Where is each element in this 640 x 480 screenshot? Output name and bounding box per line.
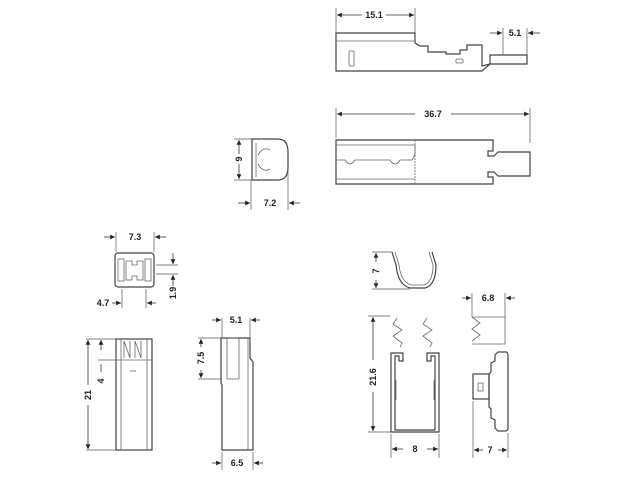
dim-label-9: 9 [234, 156, 244, 161]
dim-label-36-7: 36.7 [424, 109, 442, 119]
dim-label-1-9: 1.9 [168, 287, 178, 300]
dim-label-21: 21 [83, 390, 93, 400]
dim-label-7-side: 7 [487, 445, 492, 455]
view-top-plan: 36.7 [335, 108, 531, 185]
dim-label-5-1-housing: 5.1 [230, 315, 243, 325]
dim-label-4: 4 [96, 378, 106, 383]
view-housing-edge: 5.1 7.5 6.5 [196, 315, 263, 470]
dim-label-7-5: 7.5 [196, 352, 206, 365]
view-end: 9 7.2 [232, 138, 300, 210]
dim-label-8: 8 [412, 444, 417, 454]
dim-label-15-1: 15.1 [365, 10, 383, 20]
view-housing-front: 7.3 1.9 4.7 [97, 232, 178, 308]
view-side-profile: 15.1 5.1 [335, 8, 540, 72]
view-contact-front: 21.6 8 [368, 315, 440, 458]
view-contact-end: 7 [371, 251, 437, 290]
dim-label-21-6: 21.6 [368, 368, 378, 386]
view-housing-side: 4 21 [83, 338, 153, 451]
dim-label-5-1-top: 5.1 [509, 28, 522, 38]
dim-label-6-8: 6.8 [482, 293, 495, 303]
dim-label-7-3: 7.3 [129, 232, 142, 242]
dim-label-6-5: 6.5 [231, 458, 244, 468]
dim-label-7-contact: 7 [371, 268, 381, 273]
view-contact-side: 6.8 7 [462, 293, 515, 458]
dim-label-7-2: 7.2 [264, 198, 277, 208]
dim-label-4-7: 4.7 [97, 298, 110, 308]
